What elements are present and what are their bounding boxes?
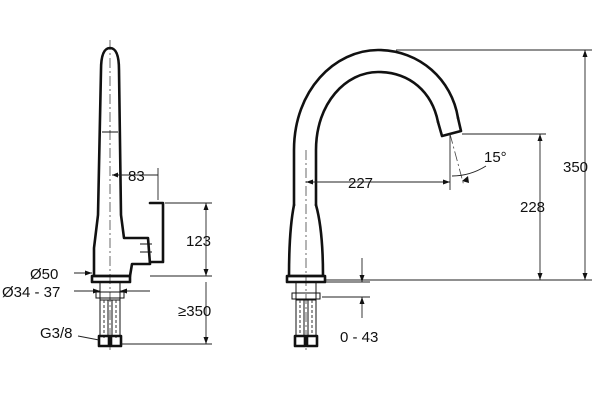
front-view-mounting-shank bbox=[295, 282, 317, 301]
side-view-hose-left-outline bbox=[99, 300, 109, 336]
front-view-fixing-nut bbox=[291, 292, 321, 300]
dim-228-label: 228 bbox=[520, 199, 545, 216]
side-view-faucet-body bbox=[92, 46, 152, 278]
side-view-fixing-nut bbox=[95, 291, 125, 299]
front-view-hose-nut-right bbox=[305, 334, 319, 348]
front-view-spout-inner bbox=[314, 70, 440, 207]
side-view-hose-nut-right bbox=[109, 334, 123, 348]
dim-350-min-label: ≥350 bbox=[178, 303, 211, 320]
dim-228-arrow-top bbox=[537, 134, 543, 141]
front-view-hose-right bbox=[307, 300, 317, 336]
dim-227-arrow-right bbox=[443, 179, 450, 185]
dim-350-arrow-bottom bbox=[582, 273, 588, 280]
dim-350-label: 350 bbox=[563, 159, 588, 176]
dim-g38-label: G3/8 bbox=[40, 325, 73, 342]
dim-15-arc bbox=[451, 165, 487, 177]
dim-227-arrow-left bbox=[306, 179, 313, 185]
side-view-hose-nut-left bbox=[97, 334, 111, 348]
dim-15-arrow bbox=[462, 176, 469, 183]
dim-350-arrow-top bbox=[582, 50, 588, 57]
side-view-base-plate bbox=[90, 274, 132, 284]
front-view-hose-left bbox=[295, 300, 305, 336]
front-view-spout-outer bbox=[292, 48, 460, 207]
dim-d34-arrow-left bbox=[93, 288, 100, 294]
dim-15-label: 15° bbox=[484, 149, 507, 166]
dim-0-43-arrow-top bbox=[359, 275, 365, 282]
front-view: 227 15° 228 350 0 - 43 bbox=[285, 48, 592, 350]
dim-123-arrow-bottom bbox=[203, 269, 209, 276]
dim-228-arrow-bottom bbox=[537, 273, 543, 280]
front-view-hose-nut-left bbox=[293, 334, 307, 348]
front-view-stream-axis bbox=[449, 133, 465, 187]
dim-123-arrow-top bbox=[203, 203, 209, 210]
dim-83-arrow bbox=[112, 172, 118, 178]
dim-0-43-label: 0 - 43 bbox=[340, 329, 378, 346]
front-view-base-plate bbox=[285, 274, 327, 284]
dim-d34-arrow-right bbox=[120, 288, 127, 294]
side-view: 83 123 ≥350 Ø50 Ø34 - 37 G3/8 bbox=[2, 40, 212, 350]
dim-83-label: 83 bbox=[128, 168, 145, 185]
side-view-lever-handle bbox=[148, 201, 165, 264]
side-view-hose-right-outline bbox=[111, 300, 121, 336]
front-view-aerator bbox=[436, 116, 463, 138]
dim-350-min-arrow-bottom bbox=[203, 337, 209, 344]
dim-0-43-arrow-bottom bbox=[359, 297, 365, 304]
dim-227-label: 227 bbox=[348, 175, 373, 192]
dim-d50-label: Ø50 bbox=[30, 266, 58, 283]
dim-g38-leader bbox=[77, 335, 100, 341]
dim-d50-arrow bbox=[85, 270, 92, 276]
dim-d34-label: Ø34 - 37 bbox=[2, 284, 60, 301]
dim-123-label: 123 bbox=[186, 233, 211, 250]
